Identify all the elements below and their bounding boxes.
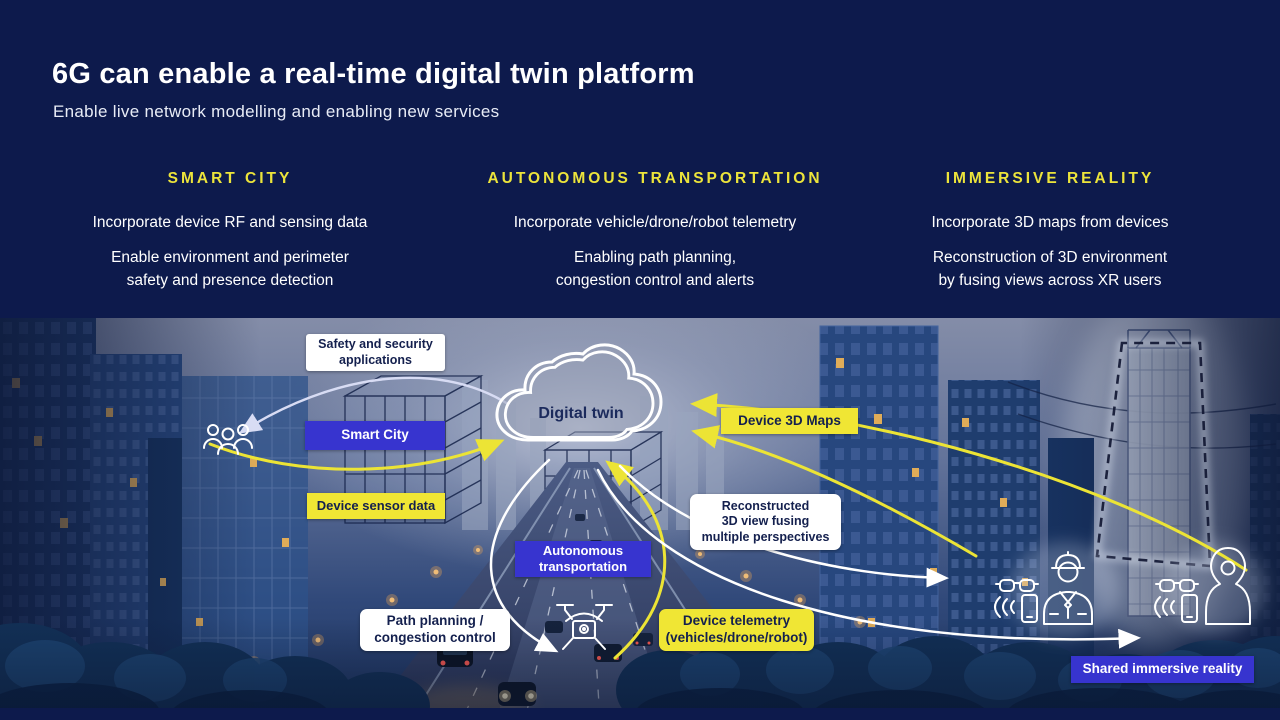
column-paragraph: Incorporate device RF and sensing data <box>92 214 368 231</box>
label-safety-security-applications: Safety and security applications <box>306 334 445 371</box>
slide-subtitle: Enable live network modelling and enabli… <box>53 102 500 121</box>
label-device-telemetry: Device telemetry (vehicles/drone/robot) <box>659 609 814 651</box>
woman-xr-user-icon <box>1154 547 1251 625</box>
column-immersive-reality: IMMERSIVE REALITY Incorporate 3D maps fr… <box>860 170 1240 305</box>
label-smart-city: Smart City <box>305 421 445 450</box>
worker-xr-user-icon <box>994 551 1093 625</box>
column-paragraph: Enabling path planning,congestion contro… <box>555 249 755 289</box>
arrow-people-to-cloud <box>208 439 505 471</box>
digital-twin-label: Digital twin <box>538 405 624 422</box>
label-device-3d-maps: Device 3D Maps <box>721 408 858 434</box>
label-device-sensor-data: Device sensor data <box>307 493 445 519</box>
column-paragraph: Incorporate vehicle/drone/robot telemetr… <box>513 214 797 231</box>
people-group-icon <box>203 424 253 455</box>
bottom-bar <box>0 708 1280 720</box>
ar-glasses-icon <box>1155 579 1199 592</box>
arrow-vehicles-to-cloud <box>605 460 667 660</box>
column-heading: IMMERSIVE REALITY <box>945 170 1155 187</box>
phone-signal-icon <box>994 594 1038 623</box>
arrow-worker-to-cloud <box>691 425 978 558</box>
slide-title: 6G can enable a real-time digital twin p… <box>52 58 695 90</box>
arrow-cloud-to-shared-reality <box>596 468 1141 649</box>
arrow-cloud-to-worker <box>618 464 949 588</box>
column-heading: SMART CITY <box>167 170 293 187</box>
column-smart-city: SMART CITY Incorporate device RF and sen… <box>40 170 420 305</box>
city-scene: Safety and security applications Smart C… <box>0 318 1280 720</box>
label-path-planning-congestion-control: Path planning / congestion control <box>360 609 510 651</box>
arrow-cloud-to-vehicles <box>489 458 559 653</box>
phone-signal-icon <box>1154 594 1198 623</box>
drone-icon <box>556 604 613 650</box>
column-paragraph: Incorporate 3D maps from devices <box>931 214 1169 231</box>
label-shared-immersive-reality: Shared immersive reality <box>1071 656 1254 683</box>
arrow-cloud-to-people <box>238 376 510 434</box>
ar-glasses-icon <box>995 579 1039 592</box>
label-reconstructed-3d-view: Reconstructed 3D view fusing multiple pe… <box>690 494 841 550</box>
label-autonomous-transportation: Autonomous transportation <box>515 541 651 577</box>
header: 6G can enable a real-time digital twin p… <box>0 0 1280 318</box>
column-autonomous-transportation: AUTONOMOUS TRANSPORTATION Incorporate ve… <box>455 170 855 305</box>
column-heading: AUTONOMOUS TRANSPORTATION <box>487 170 823 187</box>
